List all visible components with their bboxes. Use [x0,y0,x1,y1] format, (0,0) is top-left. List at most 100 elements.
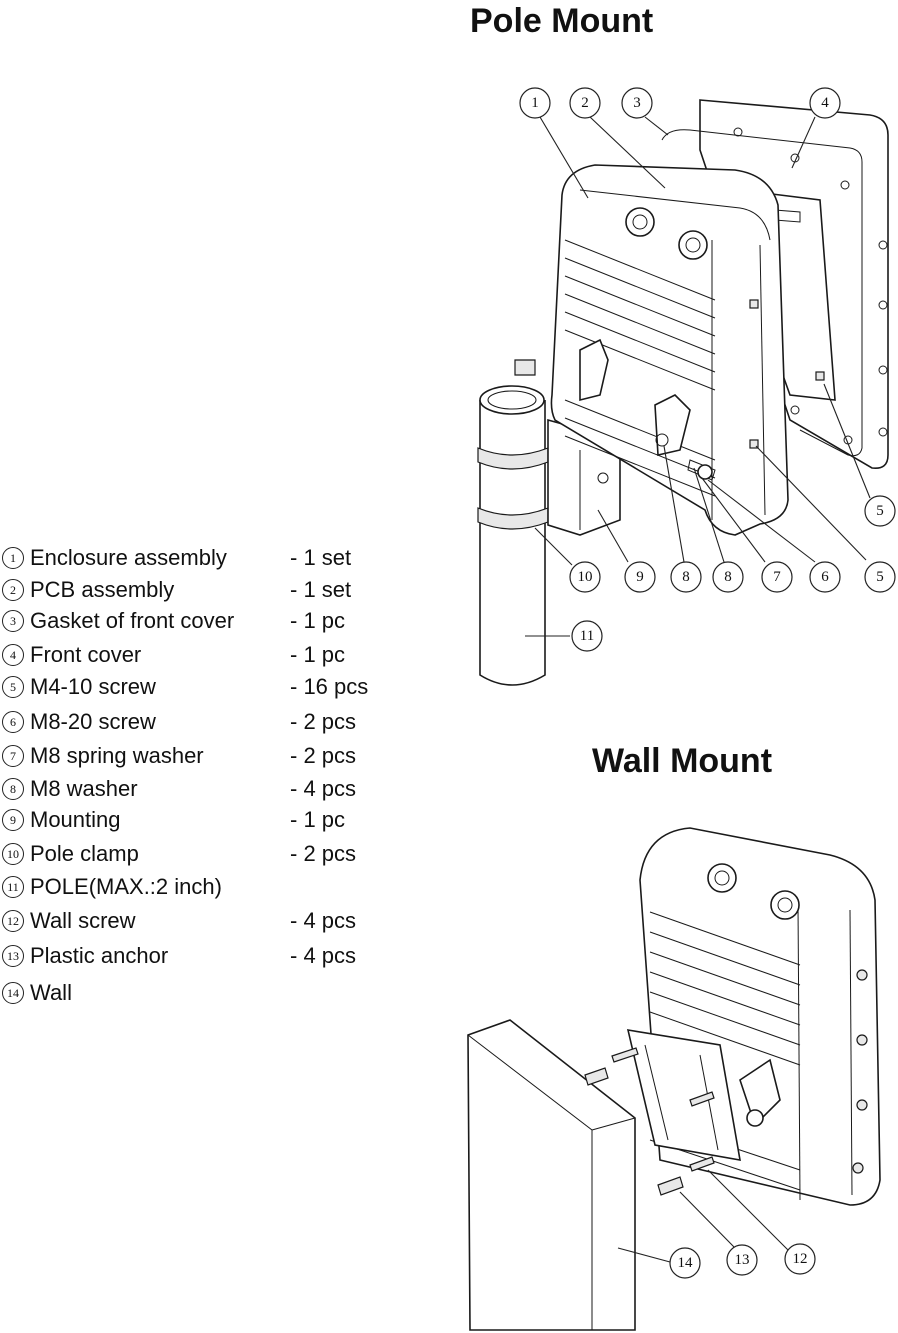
part-quantity: - 1 pc [290,807,346,832]
svg-text:11: 11 [580,628,594,644]
part-quantity: - 1 pc [290,642,346,667]
part-row: 2 PCB assembly - 1 set [0,574,385,606]
part-name: Enclosure assembly [30,545,227,570]
svg-text:3: 3 [633,95,641,111]
callout-12: 12 [784,1243,816,1275]
svg-text:6: 6 [821,569,829,585]
callout-7: 7 [761,561,793,593]
part-quantity: - 16 pcs [290,674,369,699]
callout-1: 1 [519,87,551,119]
svg-text:8: 8 [724,569,732,585]
part-number: 14 [2,982,24,1004]
part-row: 11 POLE(MAX.:2 inch) [0,871,385,903]
part-name: M8 spring washer [30,743,204,768]
part-number: 9 [2,809,24,831]
part-number: 12 [2,910,24,932]
part-row: 9 Mounting - 1 pc [0,804,385,836]
part-name: Wall screw [30,908,136,933]
callout-2: 2 [569,87,601,119]
part-number: 5 [2,676,24,698]
part-number: 7 [2,745,24,767]
part-name: Wall [30,980,72,1005]
plastic-anchors [584,1067,684,1196]
enclosure-shape [550,164,789,536]
part-name: M4-10 screw [30,674,156,699]
svg-text:7: 7 [773,569,781,585]
pole-mount-title: Pole Mount [470,2,654,40]
part-row: 8 M8 washer - 4 pcs [0,773,385,805]
part-number: 2 [2,579,24,601]
svg-text:10: 10 [578,569,593,585]
part-quantity: - 4 pcs [290,943,357,968]
callout-13: 13 [726,1244,758,1276]
callout-9: 9 [624,561,656,593]
pole-mount-drawing: 1 2 3 4 5 5 6 7 8 8 9 10 11 [477,87,896,686]
part-quantity: - 1 pc [290,608,346,633]
gasket-shape [661,129,863,457]
part-number: 4 [2,644,24,666]
part-name: Pole clamp [30,841,139,866]
part-row: 7 M8 spring washer - 2 pcs [0,740,385,772]
part-row: 13 Plastic anchor - 4 pcs [0,940,385,972]
callout-3: 3 [621,87,653,119]
part-row: 12 Wall screw - 4 pcs [0,905,385,937]
callout-14: 14 [669,1247,701,1279]
callout-6: 6 [809,561,841,593]
svg-text:14: 14 [678,1255,694,1271]
wall-bracket-shape [626,1029,741,1161]
part-row: 5 M4-10 screw - 16 pcs [0,671,385,703]
part-number: 13 [2,945,24,967]
part-number: 6 [2,711,24,733]
callout-8-right: 8 [712,561,744,593]
part-name: Plastic anchor [30,943,169,968]
part-quantity: - 1 set [290,577,352,602]
wall-mount-title: Wall Mount [592,742,773,780]
pole-callouts: 1 2 3 4 5 5 6 7 8 8 9 10 11 [519,87,896,652]
part-row: 14 Wall [0,977,385,1009]
part-number: 1 [2,547,24,569]
part-quantity: - 2 pcs [290,743,357,768]
pole-shape [479,400,546,686]
callout-5-upper: 5 [864,495,896,527]
wall-mount-drawing: 14 13 12 [467,827,881,1331]
callout-10: 10 [569,561,601,593]
part-quantity: - 2 pcs [290,709,357,734]
part-name: M8 washer [30,776,138,801]
callout-5-lower: 5 [864,561,896,593]
part-row: 6 M8-20 screw - 2 pcs [0,706,385,738]
svg-text:12: 12 [793,1251,808,1267]
part-name: Gasket of front cover [30,608,235,633]
part-quantity: - 1 set [290,545,352,570]
svg-text:13: 13 [735,1252,750,1268]
part-row: 1 Enclosure assembly - 1 set [0,542,385,574]
callout-4: 4 [809,87,841,119]
wall-screws [611,1047,715,1172]
svg-text:5: 5 [876,503,884,519]
part-number: 8 [2,778,24,800]
part-name: Front cover [30,642,142,667]
svg-text:5: 5 [876,569,884,585]
part-number: 3 [2,610,24,632]
callout-11: 11 [571,620,603,652]
wall-callouts: 14 13 12 [669,1243,816,1279]
part-number: 10 [2,843,24,865]
part-name: POLE(MAX.:2 inch) [30,874,222,899]
part-name: M8-20 screw [30,709,156,734]
part-row: 3 Gasket of front cover - 1 pc [0,605,385,637]
part-name: Mounting [30,807,121,832]
part-row: 4 Front cover - 1 pc [0,639,385,671]
svg-text:1: 1 [531,95,539,111]
svg-text:9: 9 [636,569,644,585]
bolt-m8 [514,359,536,376]
wall-shape [467,1019,636,1331]
callout-8-left: 8 [670,561,702,593]
part-quantity: - 4 pcs [290,908,357,933]
part-row: 10 Pole clamp - 2 pcs [0,838,385,870]
part-name: PCB assembly [30,577,175,602]
part-number: 11 [2,876,24,898]
svg-text:2: 2 [581,95,589,111]
part-quantity: - 4 pcs [290,776,357,801]
part-quantity: - 2 pcs [290,841,357,866]
svg-text:4: 4 [821,95,829,111]
